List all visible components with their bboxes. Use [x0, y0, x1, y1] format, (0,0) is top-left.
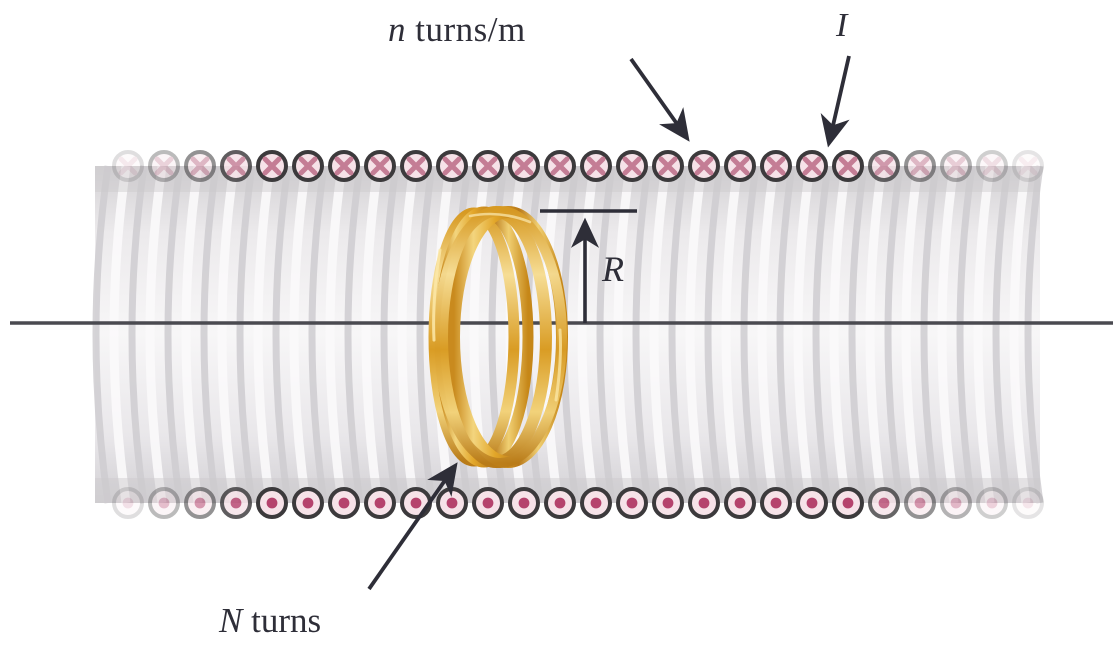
wire-dot-ring	[580, 487, 612, 519]
wire-row-bottom-out-of-page	[112, 487, 1044, 519]
wire-dot-ring	[652, 487, 684, 519]
wire-dot-ring	[904, 487, 936, 519]
wire-dot-ring	[148, 487, 180, 519]
wire-dot-ring	[976, 487, 1008, 519]
solenoid-tube-body	[92, 165, 1044, 504]
wire-dot-ring	[832, 487, 864, 519]
wire-dot-ring	[508, 487, 540, 519]
wire-cross-ring	[1012, 150, 1044, 182]
label-current: I	[836, 7, 848, 44]
wire-cross-ring	[148, 150, 180, 182]
wire-dot-ring	[256, 487, 288, 519]
wire-dot-ring	[940, 487, 972, 519]
wire-cross-ring	[832, 150, 864, 182]
inner-coil-leader-arrow	[367, 462, 458, 591]
wire-dot-ring	[724, 487, 756, 519]
turn-density-unit: turns/m	[406, 10, 526, 49]
label-turn-density: n turns/m	[388, 10, 526, 50]
inner-coil-gold	[428, 206, 568, 468]
wire-cross-ring	[544, 150, 576, 182]
wire-dot-ring	[1012, 487, 1044, 519]
wire-cross-ring	[112, 150, 144, 182]
wire-dot-ring	[544, 487, 576, 519]
wire-cross-ring	[868, 150, 900, 182]
inner-coil-loop	[433, 206, 567, 468]
wire-dot-ring	[796, 487, 828, 519]
wire-cross-ring	[472, 150, 504, 182]
radius-dimension	[540, 209, 637, 323]
wire-cross-ring	[364, 150, 396, 182]
wire-cross-ring	[508, 150, 540, 182]
turn-density-leader-arrow	[629, 57, 690, 142]
wire-dot-ring	[400, 487, 432, 519]
wire-dot-ring	[688, 487, 720, 519]
wire-row-top-into-page	[112, 150, 1044, 182]
turn-density-symbol: n	[388, 10, 406, 49]
wire-cross-ring	[256, 150, 288, 182]
wire-cross-ring	[184, 150, 216, 182]
wire-cross-ring	[796, 150, 828, 182]
wire-dot-ring	[292, 487, 324, 519]
wire-dot-ring	[328, 487, 360, 519]
wire-cross-ring	[688, 150, 720, 182]
wire-dot-ring	[436, 487, 468, 519]
wire-cross-ring	[652, 150, 684, 182]
wire-cross-ring	[400, 150, 432, 182]
wire-dot-ring	[616, 487, 648, 519]
wire-dot-ring	[760, 487, 792, 519]
wire-cross-ring	[328, 150, 360, 182]
inner-coil-turns-symbol: N	[219, 601, 243, 640]
wire-cross-ring	[724, 150, 756, 182]
wire-cross-ring	[436, 150, 468, 182]
wire-dot-ring	[472, 487, 504, 519]
wire-cross-ring	[904, 150, 936, 182]
label-radius: R	[602, 249, 624, 289]
wire-dot-ring	[364, 487, 396, 519]
wire-dot-ring	[184, 487, 216, 519]
wire-cross-ring	[580, 150, 612, 182]
current-leader-arrow	[820, 55, 851, 148]
wire-cross-ring	[292, 150, 324, 182]
wire-cross-ring	[220, 150, 252, 182]
wire-cross-ring	[976, 150, 1008, 182]
wire-cross-ring	[940, 150, 972, 182]
wire-cross-ring	[760, 150, 792, 182]
wire-dot-ring	[868, 487, 900, 519]
wire-dot-ring	[112, 487, 144, 519]
wire-cross-ring	[616, 150, 648, 182]
label-inner-coil-turns: N turns	[219, 601, 321, 641]
inner-coil-turns-unit: turns	[242, 601, 322, 640]
wire-dot-ring	[220, 487, 252, 519]
